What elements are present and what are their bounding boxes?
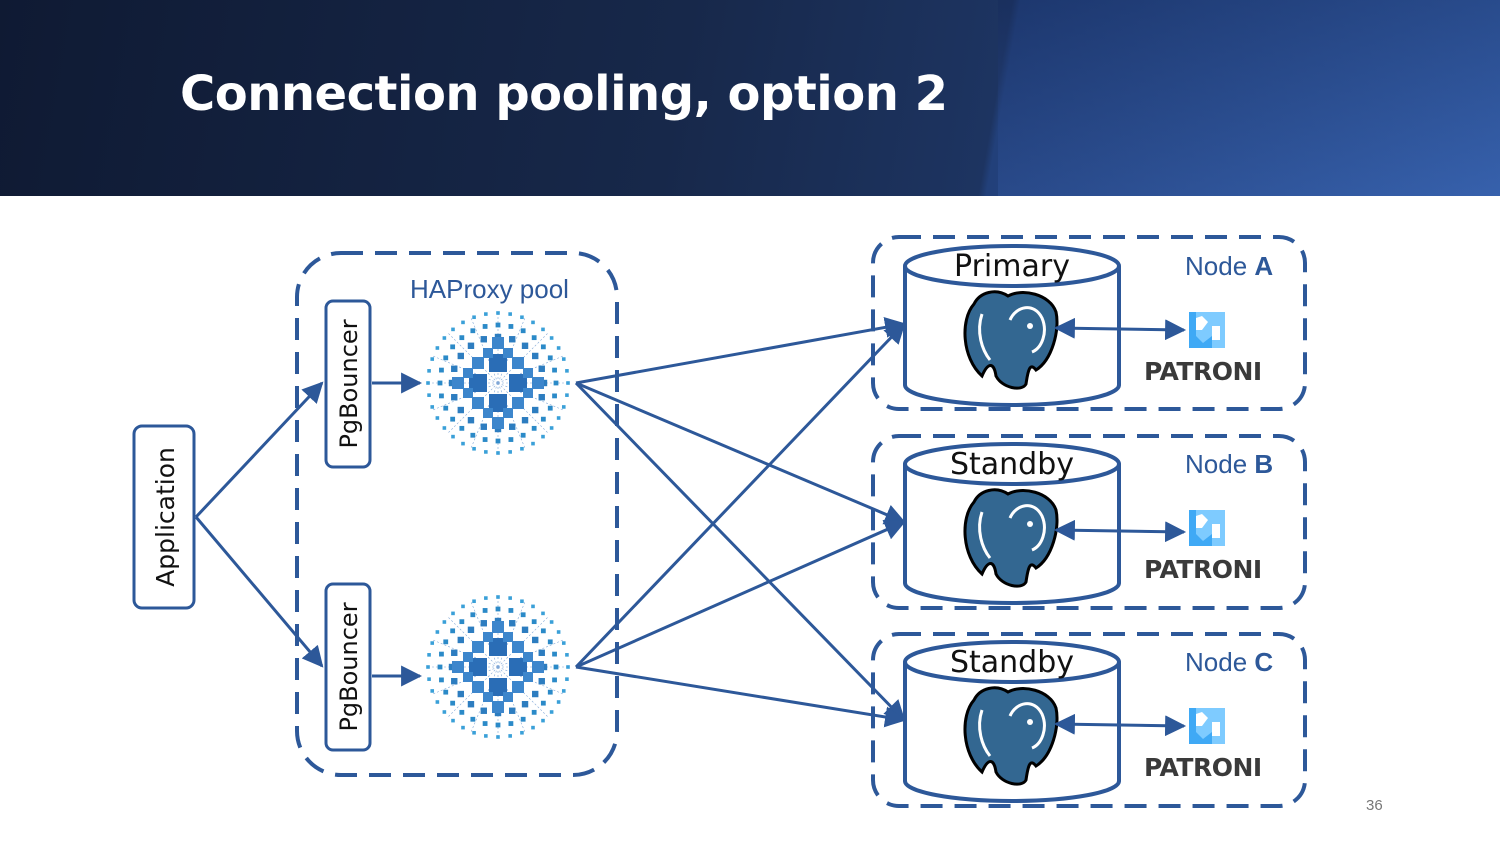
node-label-a: Node A (1185, 251, 1273, 281)
node-b-container (871, 434, 1307, 610)
node-b: Standby PATRONI Node B (903, 442, 1273, 605)
title-banner: Connection pooling, option 2 (0, 0, 1500, 196)
arrow-haproxy-bottom-to-node-c (575, 665, 907, 728)
haproxy-pool-label: HAProxy pool (410, 274, 569, 304)
node-a: Primary PATRONI Node A (903, 244, 1273, 407)
haproxy-icon-bottom (426, 595, 570, 739)
patroni-icon (1189, 510, 1225, 546)
arrow-postgres-patroni-a (1053, 317, 1187, 341)
postgresql-elephant-icon (963, 488, 1059, 588)
db-role-label-c: Standby (950, 645, 1074, 680)
application-label: Application (151, 447, 180, 587)
pgbouncer-box-top: PgBouncer (324, 299, 372, 469)
arrow-haproxy-top-to-node-b (575, 381, 906, 525)
haproxy-pool-container (295, 251, 619, 777)
node-label-c: Node C (1185, 647, 1273, 677)
page-number: 36 (1366, 797, 1383, 814)
arrow-haproxy-top-to-node-c (574, 381, 906, 722)
patroni-icon (1189, 312, 1225, 348)
slide-title: Connection pooling, option 2 (180, 66, 948, 122)
node-c-container (871, 632, 1307, 808)
patroni-label-a: PATRONI (1144, 357, 1262, 386)
node-label-b: Node B (1185, 449, 1273, 479)
arrow-app-to-pgbouncer-bottom (194, 516, 324, 668)
node-c: Standby PATRONI Node C (903, 640, 1273, 803)
node-a-container (871, 235, 1307, 411)
haproxy-icon-top (426, 311, 570, 455)
postgresql-elephant-icon (963, 290, 1059, 390)
db-role-label-b: Standby (950, 447, 1074, 482)
title-banner-accent (998, 0, 1500, 196)
arrow-haproxy-bottom-to-node-a (574, 322, 906, 669)
application-box: Application (132, 424, 196, 610)
pgbouncer-label-bottom: PgBouncer (335, 602, 363, 731)
arrow-postgres-patroni-c (1053, 713, 1187, 737)
arrow-haproxy-top-to-node-a (575, 317, 907, 385)
pgbouncer-label-top: PgBouncer (335, 319, 363, 448)
arrow-haproxy-bottom-to-node-b (575, 520, 906, 669)
pgbouncer-box-bottom: PgBouncer (324, 582, 372, 752)
db-role-label-a: Primary (954, 249, 1070, 284)
arrow-app-to-pgbouncer-top (194, 381, 324, 519)
postgresql-elephant-icon (963, 686, 1059, 786)
patroni-label-c: PATRONI (1144, 753, 1262, 782)
patroni-label-b: PATRONI (1144, 555, 1262, 584)
arrow-postgres-patroni-b (1053, 519, 1187, 543)
patroni-icon (1189, 708, 1225, 744)
